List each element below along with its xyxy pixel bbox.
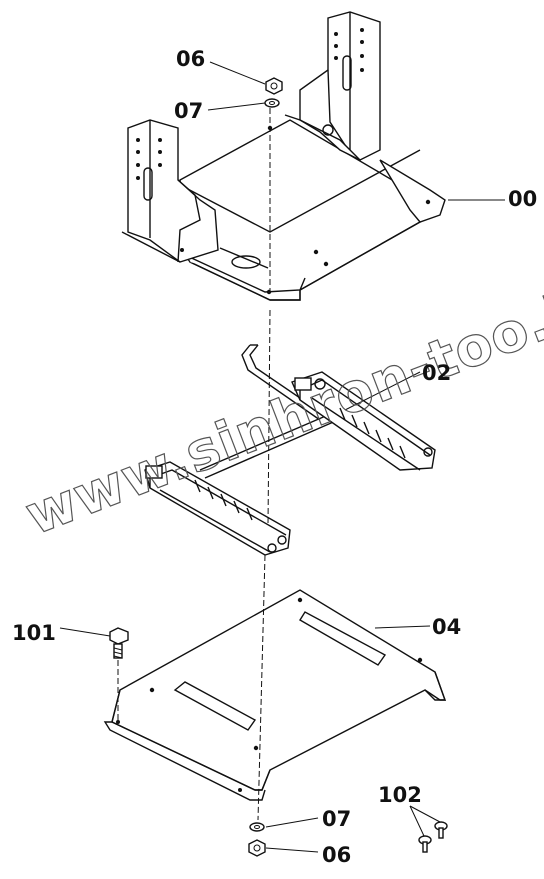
fastener-101-bolt (109, 627, 129, 659)
fastener-06-bottom-nut (248, 839, 266, 857)
fastener-07-top-washer (264, 98, 280, 108)
fastener-102-rivets (418, 821, 448, 853)
label-07-top: 07 (174, 99, 203, 123)
part-04-base-plate (103, 589, 446, 801)
fastener-06-top-nut (265, 77, 283, 95)
part-02-seat-slide-rails (144, 344, 436, 556)
leader-lines (59, 61, 505, 853)
fastener-07-bottom-washer (249, 822, 265, 832)
watermark-text: www.sinhron-too.kz (17, 264, 544, 547)
part-00-seat-bracket (121, 11, 446, 301)
label-101: 101 (12, 621, 56, 645)
part-labels: 06 07 00 02 101 04 102 07 06 (12, 47, 537, 867)
label-102: 102 (378, 783, 422, 807)
label-07-bottom: 07 (322, 807, 351, 831)
label-04: 04 (432, 615, 461, 639)
label-06-top: 06 (176, 47, 205, 71)
label-06-bottom: 06 (322, 843, 351, 867)
assembly-center-lines (117, 108, 271, 821)
label-02: 02 (422, 361, 451, 385)
label-00: 00 (508, 187, 537, 211)
